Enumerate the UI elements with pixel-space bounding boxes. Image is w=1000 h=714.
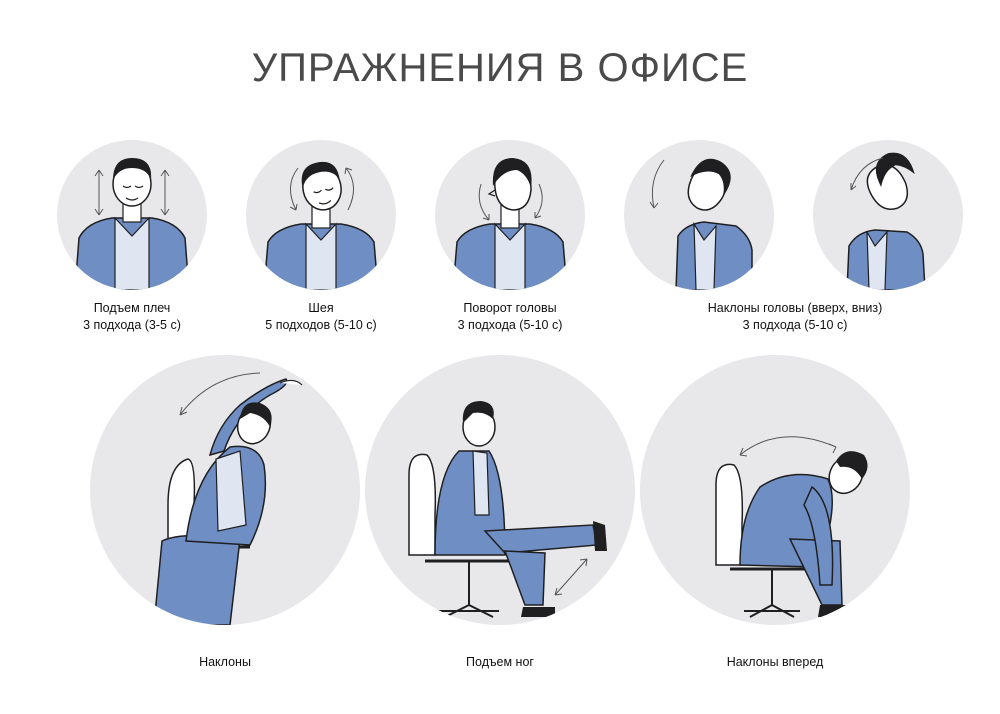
- page-title: УПРАЖНЕНИЯ В ОФИСЕ: [251, 46, 749, 90]
- exercise-name: Подъем плеч: [93, 301, 171, 315]
- exercise-reps: 3 подхода (5-10 с): [457, 318, 563, 332]
- forward-bend-illustration: [640, 355, 910, 625]
- exercise-name: Наклоны: [199, 655, 251, 669]
- caption-forward-bend: Наклоны вперед: [675, 654, 875, 671]
- exercise-name: Поворот головы: [463, 301, 557, 315]
- exercise-reps: 3 подхода (5-10 с): [742, 318, 848, 332]
- exercise-name: Наклоны головы (вверх, вниз): [707, 301, 883, 315]
- side-bend-illustration: [90, 355, 360, 625]
- caption-shoulder-raise: Подъем плеч 3 подхода (3-5 с): [32, 300, 232, 334]
- caption-neck: Шея 5 подходов (5-10 с): [221, 300, 421, 334]
- caption-leg-raise: Подъем ног: [400, 654, 600, 671]
- neck-roll-illustration: [246, 140, 396, 290]
- caption-head-turn: Поворот головы 3 подхода (5-10 с): [410, 300, 610, 334]
- shoulder-raise-illustration: [57, 140, 207, 290]
- head-tilt-down-illustration: [624, 140, 774, 290]
- exercise-name: Наклоны вперед: [726, 655, 824, 669]
- caption-side-bend: Наклоны: [125, 654, 325, 671]
- leg-raise-illustration: [365, 355, 635, 625]
- exercise-reps: 5 подходов (5-10 с): [265, 318, 377, 332]
- head-tilt-up-illustration: [813, 140, 963, 290]
- caption-head-tilt: Наклоны головы (вверх, вниз) 3 подхода (…: [670, 300, 920, 334]
- exercise-name: Подъем ног: [466, 655, 534, 669]
- head-turn-illustration: [435, 140, 585, 290]
- exercise-reps: 3 подхода (3-5 с): [83, 318, 181, 332]
- exercise-name: Шея: [308, 301, 334, 315]
